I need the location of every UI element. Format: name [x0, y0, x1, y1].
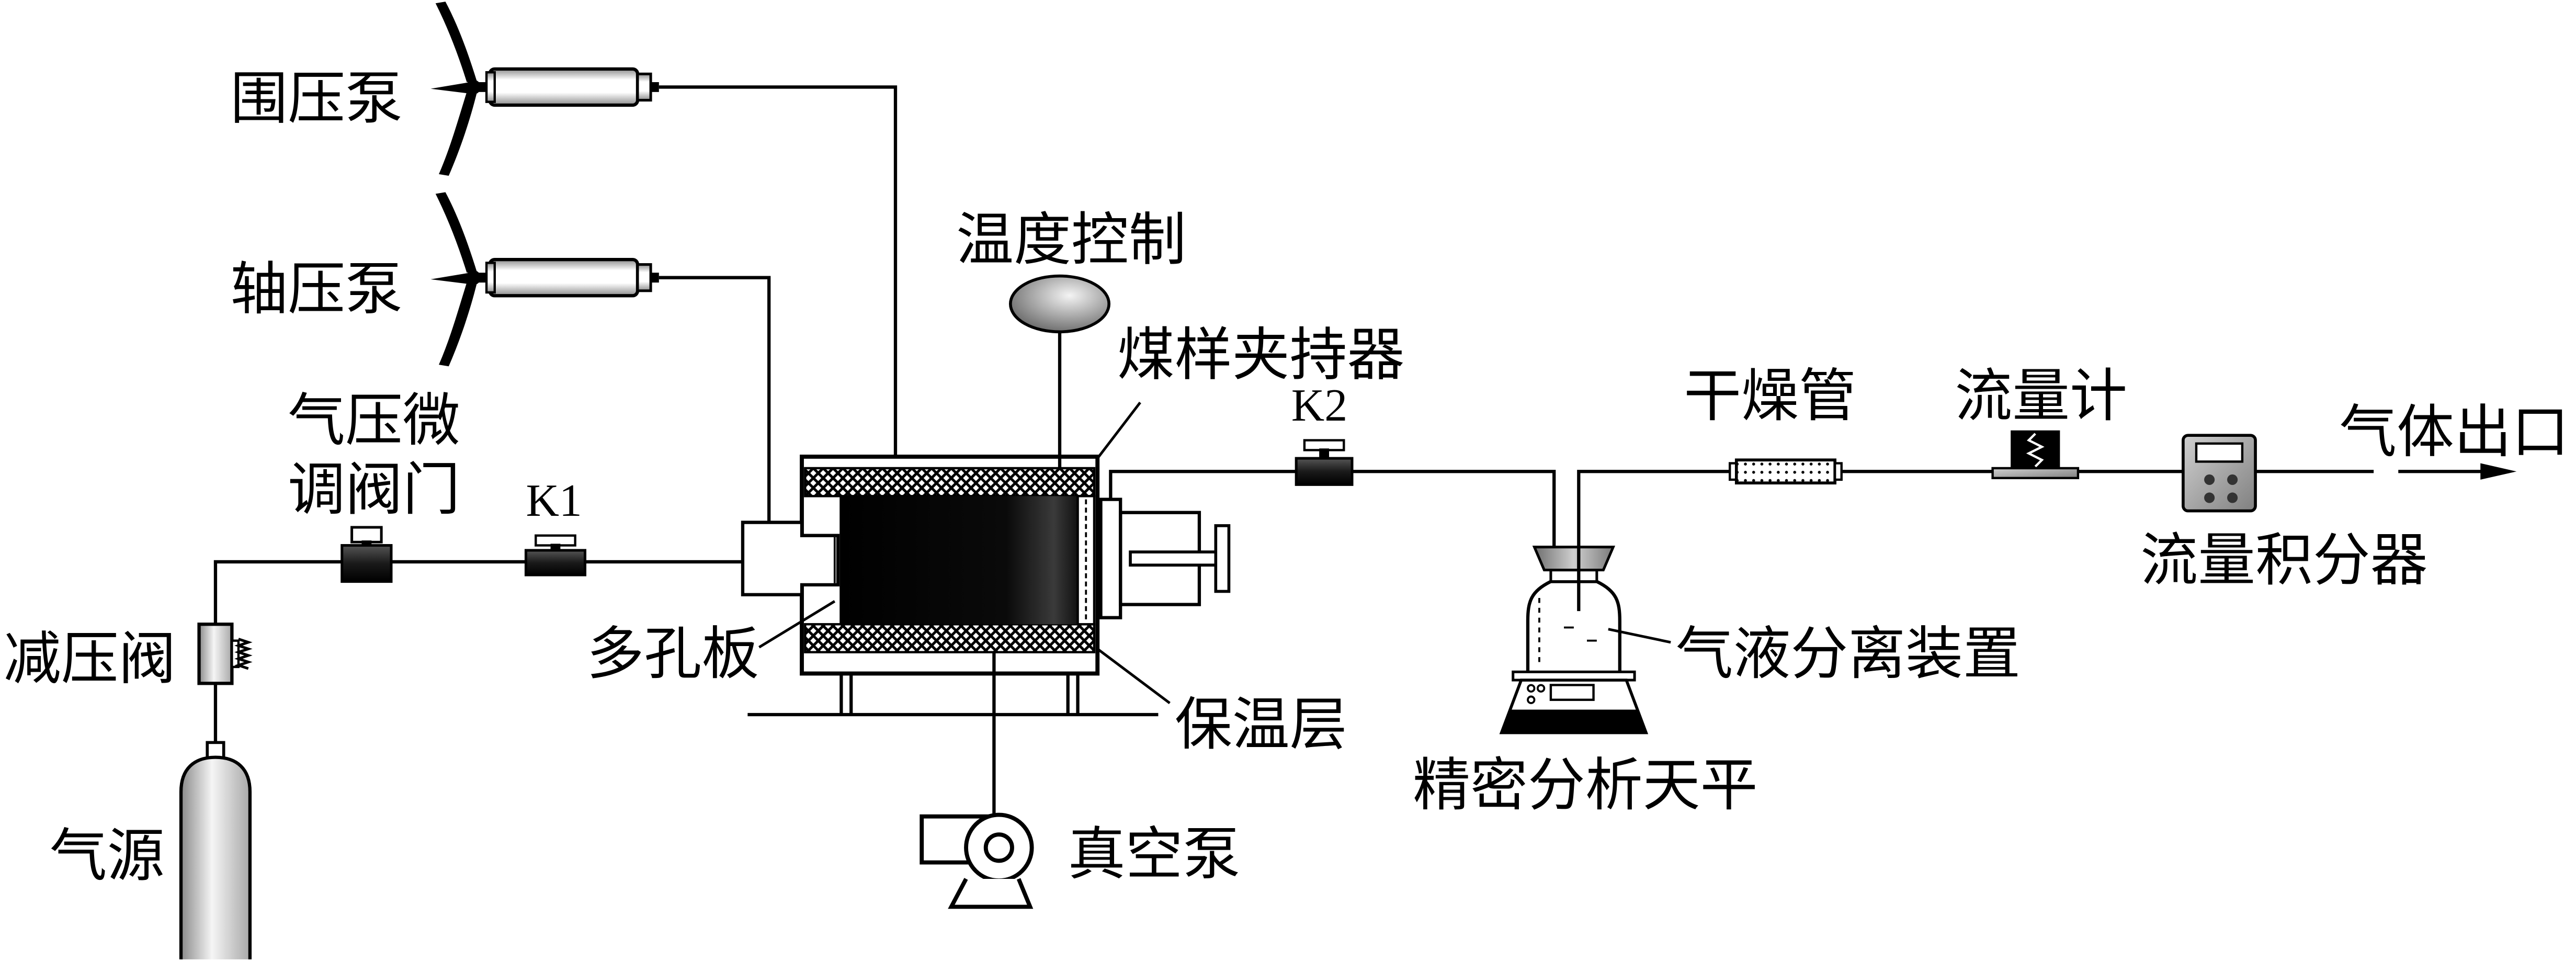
reducing-valve-stem	[231, 639, 240, 669]
coal-sample-holder	[741, 455, 1231, 676]
insulation-layer-bottom	[804, 623, 1096, 653]
label-axial-pump: 轴压泵	[230, 257, 403, 321]
pump-handwheel-icon	[430, 2, 481, 176]
label-confining-pump: 围压泵	[230, 67, 403, 131]
gas-outlet-arrow-icon	[2398, 463, 2517, 480]
drying-tube-icon	[1729, 458, 1843, 485]
flowmeter-base	[1991, 467, 2080, 479]
integrator-button	[2227, 492, 2238, 503]
micro-valve-icon	[341, 526, 393, 583]
outlet-arrow-head	[2480, 463, 2517, 480]
handwheel-blade-lower	[439, 282, 477, 367]
label-valve-k1: K1	[526, 476, 582, 526]
handwheel-blade-left	[430, 82, 470, 94]
reducing-valve-icon	[197, 623, 253, 685]
label-temperature-control: 温度控制	[956, 208, 1186, 272]
handwheel-blade-upper	[435, 192, 477, 273]
integrator-button	[2227, 474, 2238, 485]
valve-k2-icon	[1295, 439, 1354, 486]
integrator-button	[2204, 492, 2215, 503]
pump-cylinder-collar	[485, 262, 496, 294]
drying-tube-body	[1734, 458, 1837, 485]
pump-cylinder	[488, 67, 640, 107]
axial-pressure-line	[659, 276, 771, 523]
pump-end-cap	[636, 263, 652, 292]
leader-insulation	[1096, 648, 1171, 705]
handwheel-blade-lower	[439, 92, 477, 176]
pump-end-cap	[636, 72, 652, 102]
label-flowmeter: 流量计	[1955, 364, 2127, 428]
valve-k2-stem	[1319, 448, 1330, 459]
label-porous-plate: 多孔板	[587, 622, 759, 686]
pump-cylinder	[488, 258, 640, 298]
pump-nozzle	[651, 273, 659, 283]
separator-bottle-neck	[1549, 569, 1598, 583]
label-balance: 精密分析天平	[1413, 754, 1757, 818]
integrator-display	[2195, 442, 2244, 463]
confining-pump	[430, 2, 659, 176]
micro-valve-body	[341, 544, 393, 583]
holder-end-plate	[1099, 498, 1122, 619]
analytical-balance-icon	[1499, 670, 1649, 734]
separator-outlet-line	[1577, 470, 1730, 612]
label-separator: 气液分离装置	[1676, 622, 2021, 686]
label-insulation: 保温层	[1175, 693, 1347, 756]
valve-k1-icon	[524, 534, 587, 576]
holder-stand	[747, 673, 1159, 717]
holder-inlet-plug	[741, 521, 840, 596]
balance-button	[1527, 684, 1536, 693]
pump-cylinder-collar	[485, 71, 496, 103]
balance-display	[1549, 684, 1595, 701]
gas-cylinder-icon	[179, 741, 252, 959]
valve-k1-stem	[550, 544, 561, 550]
handwheel-blade-upper	[435, 2, 477, 83]
holder-piston-rod	[1129, 550, 1218, 567]
leader-separator	[1608, 628, 1671, 644]
label-micro-valve-line1: 气压微	[288, 389, 460, 453]
integrator-button	[2204, 474, 2215, 485]
balance-button	[1527, 695, 1536, 704]
vacuum-pump-impeller	[983, 832, 1014, 863]
label-flow-integrator: 流量积分器	[2140, 528, 2427, 592]
coal-sample	[839, 496, 1078, 625]
flowmeter-float	[2026, 433, 2045, 468]
separator-stopper	[1532, 546, 1616, 572]
reducing-valve-body	[197, 623, 234, 685]
label-valve-k2: K2	[1291, 380, 1347, 431]
label-micro-valve-line2: 调阀门	[288, 458, 460, 522]
valve-k1-body	[524, 549, 587, 576]
leader-holder	[1096, 401, 1141, 459]
micro-valve-knob	[350, 526, 383, 544]
holder-piston-handle	[1214, 524, 1231, 593]
label-drying-tube: 干燥管	[1684, 364, 1856, 428]
gas-liquid-separator-icon	[1526, 546, 1621, 675]
label-vacuum-pump: 真空泵	[1068, 823, 1241, 887]
insulation-layer-top	[804, 467, 1096, 498]
axial-pump	[430, 192, 659, 367]
label-coal-holder: 煤样夹持器	[1117, 323, 1404, 387]
balance-button	[1536, 684, 1546, 693]
vacuum-pump-stand	[948, 878, 1034, 909]
vacuum-pump-icon	[920, 812, 1034, 909]
pump-nozzle	[651, 82, 659, 92]
drying-tube-cap-right	[1833, 462, 1843, 481]
valve-k2-body	[1295, 457, 1354, 486]
gas-cylinder-body	[179, 755, 252, 959]
reducing-valve-knob	[234, 638, 253, 670]
temperature-controller-icon	[1008, 274, 1111, 334]
label-reducing-valve: 减压阀	[4, 627, 176, 691]
leader-porous-plate	[758, 600, 836, 649]
handwheel-blade-left	[430, 273, 470, 285]
confining-pressure-line	[659, 85, 898, 468]
label-gas-outlet: 气体出口	[2339, 401, 2569, 465]
flow-integrator-icon	[2182, 434, 2257, 513]
balance-base	[1501, 709, 1647, 733]
label-gas-source: 气源	[50, 824, 165, 888]
